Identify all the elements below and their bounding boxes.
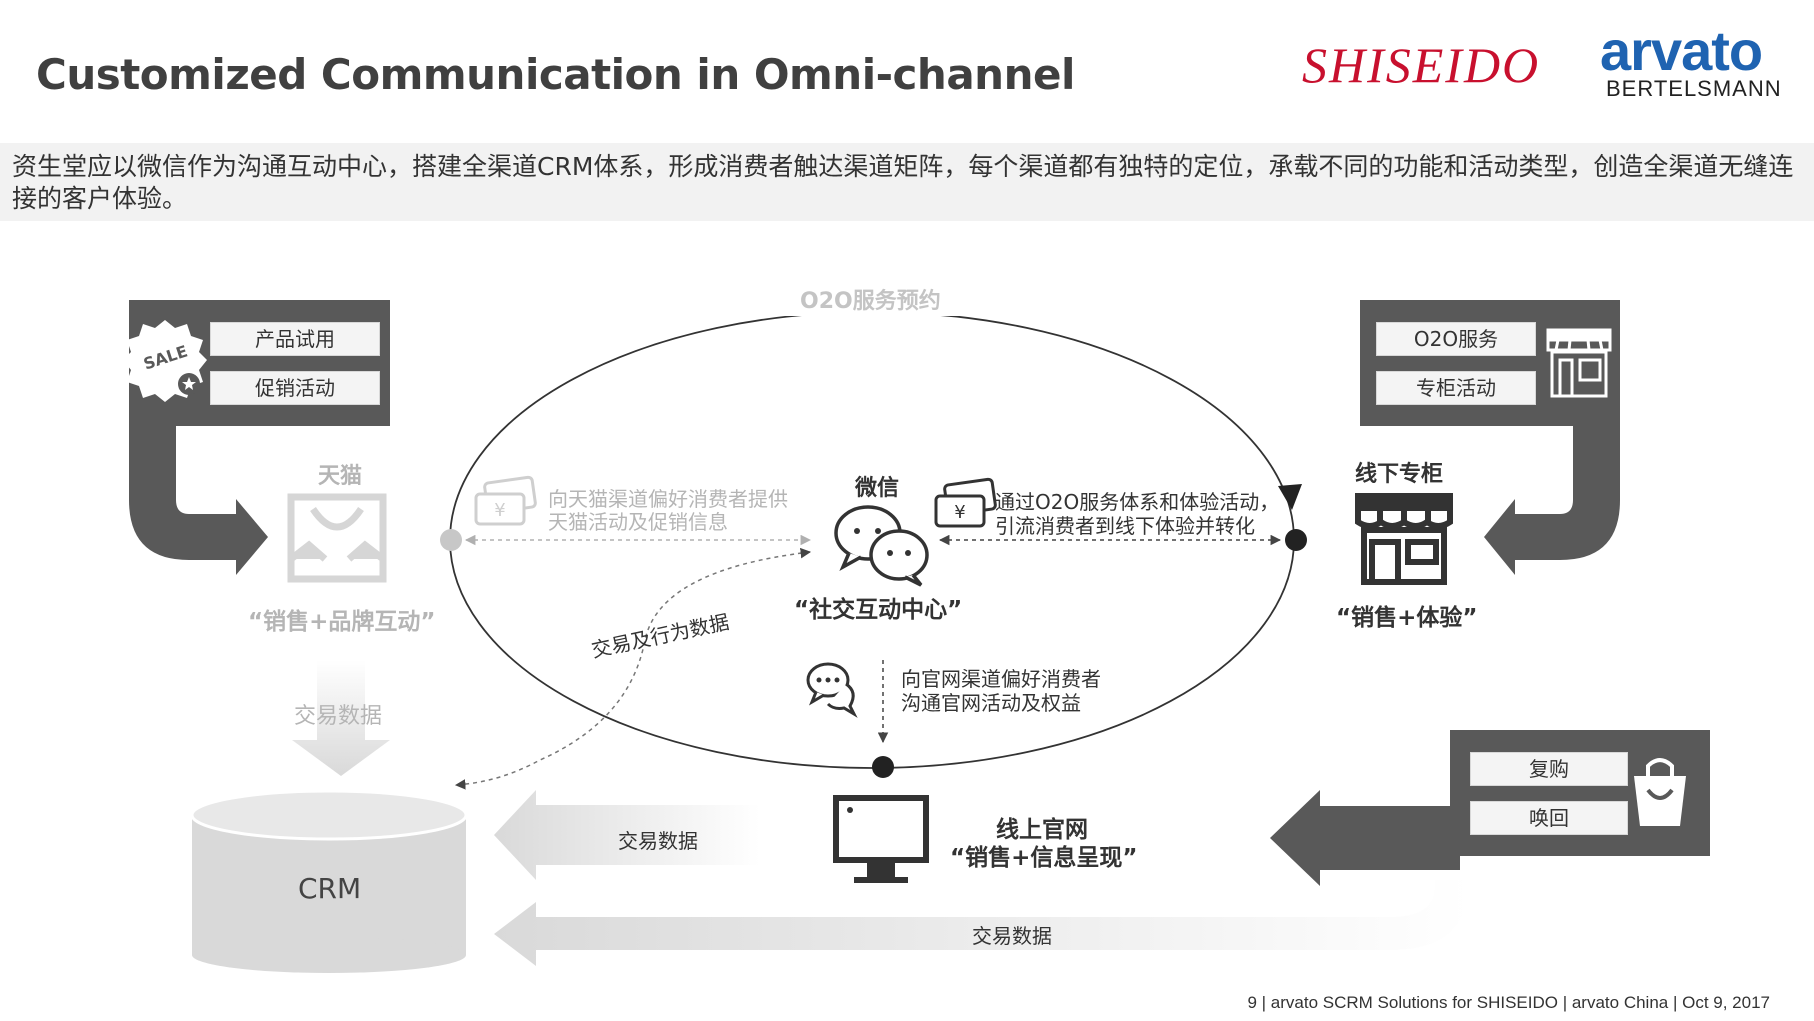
tmall-name: 天猫 xyxy=(318,464,363,489)
o2o-arrow-head xyxy=(1278,484,1302,510)
repurchase-item-recall: 唤回 xyxy=(1470,801,1628,835)
monitor-icon xyxy=(833,795,929,883)
behavior-flow-line xyxy=(454,547,812,790)
sale-badge-icon xyxy=(123,320,207,402)
store-box xyxy=(1360,300,1620,426)
tmall-node xyxy=(440,529,462,551)
shiseido-logo: SHISEIDO xyxy=(1302,37,1541,93)
crm-database-icon xyxy=(190,789,468,973)
store-flow-label-1: 通过O2O服务体系和体验活动， xyxy=(995,490,1280,514)
store-front-icon xyxy=(1355,493,1453,585)
bertelsmann-logo: BERTELSMANN xyxy=(1606,76,1782,101)
arvato-logo: arvato xyxy=(1600,19,1763,82)
store-node xyxy=(1285,529,1307,551)
wechat-tagline: “社交互动中心” xyxy=(794,597,963,623)
footer-text: 9 | arvato SCRM Solutions for SHISEIDO |… xyxy=(1247,993,1770,1012)
web-to-crm-label: 交易数据 xyxy=(618,829,698,853)
wechat-name: 微信 xyxy=(855,476,900,501)
wechat-icon xyxy=(834,505,929,587)
tmall-item-trial: 产品试用 xyxy=(210,322,380,356)
store-name: 线下专柜 xyxy=(1355,462,1444,487)
web-to-crm-arrow xyxy=(494,790,760,880)
tmall-arrow xyxy=(129,420,268,575)
tmall-flow-label-2: 天猫活动及促销信息 xyxy=(548,510,728,534)
svg-text:¥: ¥ xyxy=(494,500,505,521)
tmall-to-crm-label: 交易数据 xyxy=(294,704,383,729)
tmall-icon xyxy=(287,493,387,583)
shop-icon xyxy=(1546,328,1612,398)
store-flow-label-2: 引流消费者到线下体验并转化 xyxy=(995,514,1255,538)
bottom-to-crm-label: 交易数据 xyxy=(972,924,1052,948)
tmall-flow-label-1: 向天猫渠道偏好消费者提供 xyxy=(548,487,788,511)
shopping-bag-icon xyxy=(1634,758,1686,826)
intro-banner: 资生堂应以微信作为沟通互动中心，搭建全渠道CRM体系，形成消费者触达渠道矩阵，每… xyxy=(0,143,1814,221)
coupon-icon-tmall: ¥ xyxy=(474,475,537,526)
store-item-counter: 专柜活动 xyxy=(1376,371,1536,405)
o2o-booking-label: O2O服务预约 xyxy=(800,289,941,314)
coupon-icon-store: ¥ xyxy=(934,477,997,528)
website-tagline: “销售+信息呈现” xyxy=(950,845,1138,871)
website-node xyxy=(872,756,894,778)
page-title: Customized Communication in Omni-channel xyxy=(36,50,1075,99)
intro-text: 资生堂应以微信作为沟通互动中心，搭建全渠道CRM体系，形成消费者触达渠道矩阵，每… xyxy=(12,152,1794,213)
bottom-to-crm-arrow xyxy=(494,880,1470,966)
website-name: 线上官网 xyxy=(996,817,1088,843)
web-flow-label-2: 沟通官网活动及权益 xyxy=(901,691,1081,715)
tmall-item-promo: 促销活动 xyxy=(210,371,380,405)
chat-bubbles-icon xyxy=(806,662,858,718)
repurchase-item-rebuy: 复购 xyxy=(1470,752,1628,786)
store-arrow xyxy=(1484,420,1620,575)
tmall-to-crm-arrow xyxy=(292,660,390,776)
crm-label: CRM xyxy=(298,872,362,905)
tmall-tagline: “销售+品牌互动” xyxy=(248,609,436,635)
store-tagline: “销售+体验” xyxy=(1336,605,1478,631)
svg-text:¥: ¥ xyxy=(954,502,965,523)
store-item-o2o: O2O服务 xyxy=(1376,322,1536,356)
web-flow-label-1: 向官网渠道偏好消费者 xyxy=(901,667,1101,691)
repurchase-arrow xyxy=(1270,790,1460,886)
